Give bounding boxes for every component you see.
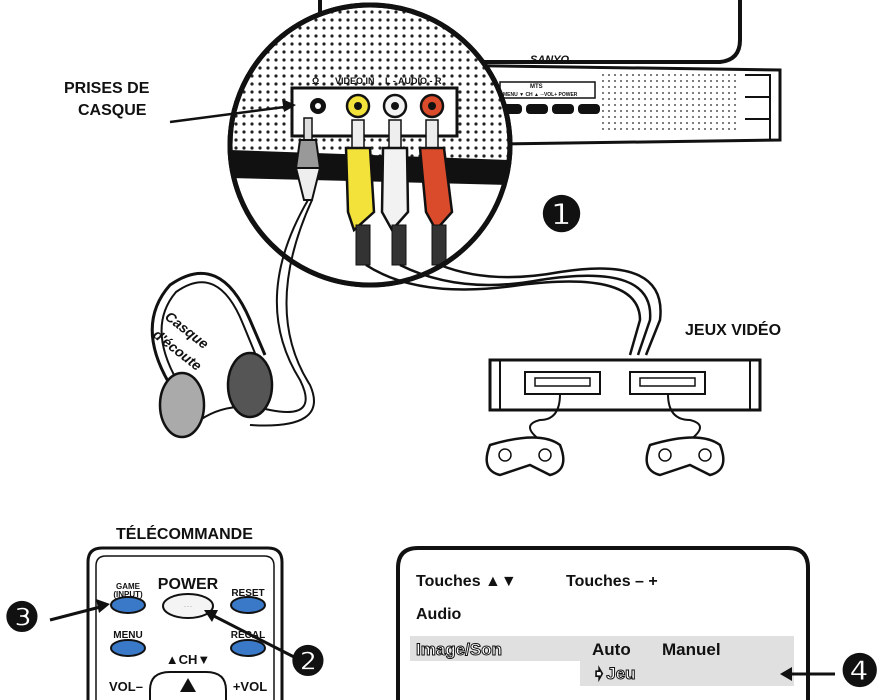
recall-label: RECAL: [228, 630, 268, 641]
step-1-marker: ❶: [540, 192, 583, 240]
ch-label: ▲CH▼: [154, 652, 222, 667]
remote-label: TÉLÉCOMMANDE: [116, 526, 253, 544]
vol-plus-label: +VOL: [228, 679, 272, 694]
power-label: POWER: [154, 576, 222, 594]
vol-minus-label: VOL–: [104, 679, 148, 694]
menu-label: MENU: [108, 630, 148, 641]
remote-control: ···: [88, 548, 282, 700]
jack-panel-video-in: VIDEO IN: [335, 76, 375, 86]
menu-button[interactable]: [111, 640, 145, 656]
osd-row1-right: Touches – +: [566, 573, 658, 591]
game-console: [487, 360, 760, 475]
osd-row2: Audio: [416, 606, 461, 624]
step-2-marker: ❷: [290, 642, 326, 682]
video-games-label: JEUX VIDÉO: [685, 322, 781, 340]
osd-row3-label[interactable]: Image/Son: [416, 640, 502, 660]
svg-text:···: ···: [184, 601, 193, 611]
osd-row1-left: Touches ▲▼: [416, 573, 517, 591]
magnifier: [230, 5, 510, 290]
reset-label: RESET: [228, 588, 268, 599]
recall-button[interactable]: [231, 640, 265, 656]
osd-row4[interactable]: ➧Jeu: [592, 664, 636, 684]
jack-panel-audio: L - AUDIO - R: [385, 76, 442, 86]
headphone-jacks-label-line2: CASQUE: [78, 102, 146, 120]
osd-row3-opt1[interactable]: Auto: [592, 640, 631, 660]
osd-row3-opt2[interactable]: Manuel: [662, 640, 721, 660]
step-3-marker: ❸: [4, 598, 40, 638]
brand-logo: SANYO: [530, 54, 569, 66]
headphone-jacks-label-line1: PRISES DE: [64, 80, 149, 98]
tv-panel-menu-line: MENU ▼ CH ▲ ─VOL+ POWER: [503, 92, 577, 98]
reset-button[interactable]: [231, 597, 265, 613]
game-input-button[interactable]: [111, 597, 145, 613]
jack-panel-headphone-symbol: Ω: [312, 76, 319, 86]
step-4-marker: ❹: [840, 650, 879, 694]
tv-panel-mts: MTS: [530, 84, 543, 90]
game-input-label-line2: (INPUT): [108, 590, 148, 599]
